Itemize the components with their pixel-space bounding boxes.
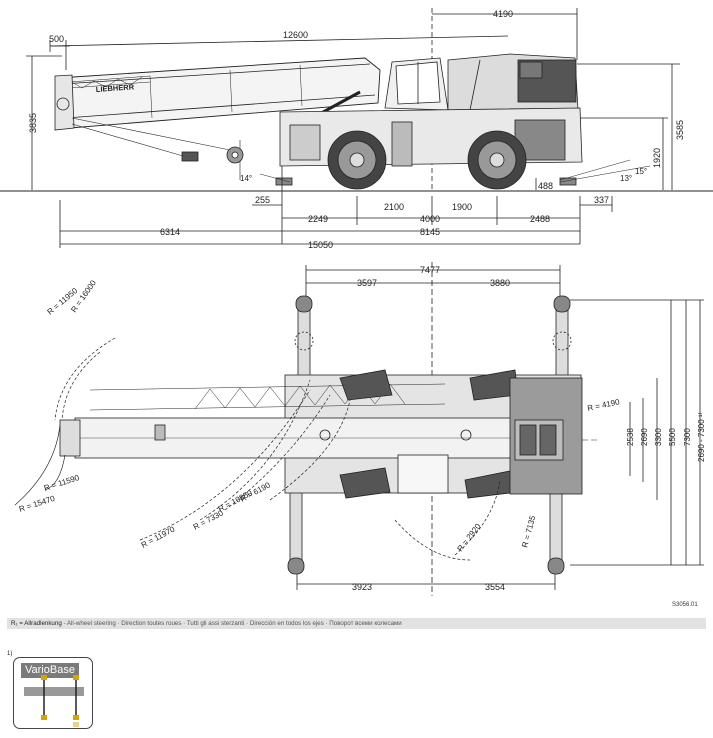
dim-488: 488 xyxy=(538,181,553,191)
dim-2690-7300: 2690 - 7300 ¹⁾ xyxy=(697,412,706,462)
dim-3300: 3300 xyxy=(654,428,663,446)
dim-2690: 2690 xyxy=(640,428,649,446)
dim-500: 500 xyxy=(49,34,64,44)
radius-2920: R = 2920 xyxy=(455,521,483,553)
dim-7300: 7300 xyxy=(683,428,692,446)
angle-front-14: 14° xyxy=(240,174,252,183)
dim-4190: 4190 xyxy=(493,9,513,19)
angle-rear-13: 13° xyxy=(620,174,632,183)
side-view-labels: 500 12600 4190 3835 3585 1920 488 13° 15… xyxy=(28,9,685,250)
dim-2538: 2538 xyxy=(626,428,635,446)
legend-bar: R₁ = Allradlenkung - All-wheel steering … xyxy=(7,618,706,629)
side-view xyxy=(0,8,713,248)
dim-1900: 1900 xyxy=(452,202,472,212)
legend-abbreviation: R₁ = Allradlenkung xyxy=(11,620,62,627)
drawing-code: S3056.01 xyxy=(672,602,698,608)
dim-2249: 2249 xyxy=(308,214,328,224)
angle-rear-15: 15° xyxy=(635,167,647,176)
variobase-label: VarioBase xyxy=(21,663,79,678)
top-view xyxy=(14,262,704,596)
dim-2100: 2100 xyxy=(384,202,404,212)
dim-6314: 6314 xyxy=(160,227,180,237)
dim-3835: 3835 xyxy=(28,113,38,133)
dim-2488: 2488 xyxy=(530,214,550,224)
dim-4000: 4000 xyxy=(420,214,440,224)
dim-8145: 8145 xyxy=(420,227,440,237)
dim-15050: 15050 xyxy=(308,240,333,250)
radius-11970: R = 11970 xyxy=(140,524,177,549)
dim-3554: 3554 xyxy=(485,582,505,592)
brand-logo-text: LIEBHERR xyxy=(96,82,135,94)
footnote-marker: 1) xyxy=(7,651,13,657)
radius-7135: R = 7135 xyxy=(520,514,537,548)
dim-7477: 7477 xyxy=(420,265,440,275)
dim-337: 337 xyxy=(594,195,609,205)
variobase-panel: VarioBase xyxy=(13,657,93,729)
dim-255: 255 xyxy=(255,195,270,205)
dim-3880: 3880 xyxy=(490,278,510,288)
dim-1920: 1920 xyxy=(652,148,662,168)
variobase-outrigger-diagram xyxy=(24,675,84,727)
legend-translations: - All-wheel steering · Direction toutes … xyxy=(61,620,402,627)
dim-3923: 3923 xyxy=(352,582,372,592)
dim-3597: 3597 xyxy=(357,278,377,288)
dim-5500: 5500 xyxy=(668,428,677,446)
radius-11590: R = 11590 xyxy=(43,473,81,493)
dim-12600: 12600 xyxy=(283,30,308,40)
radius-4190: R = 4190 xyxy=(587,397,621,413)
dim-3585: 3585 xyxy=(675,120,685,140)
